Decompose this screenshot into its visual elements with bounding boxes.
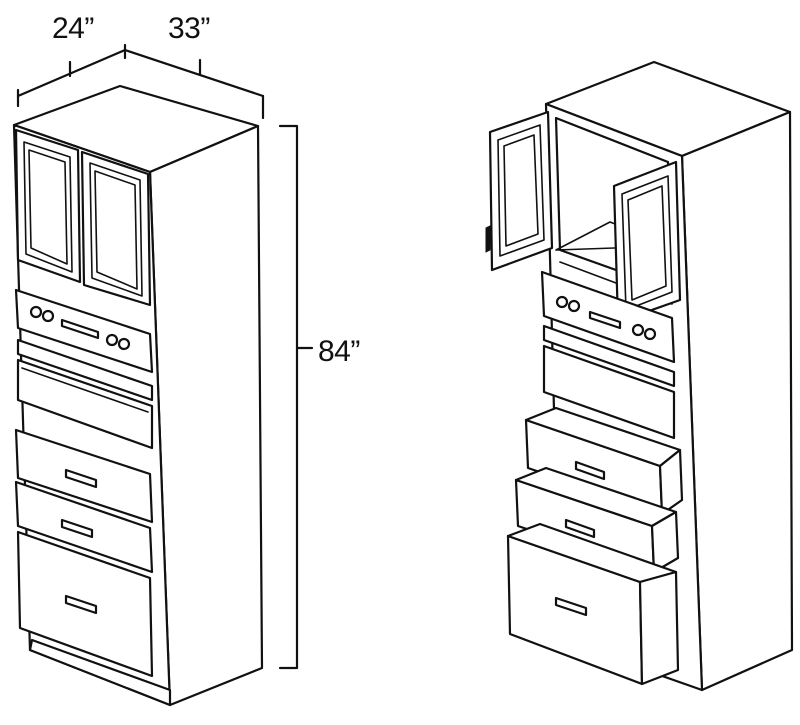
- open-doors: [485, 110, 682, 324]
- upper-doors: [14, 128, 152, 307]
- pulled-out-drawers: [506, 406, 684, 686]
- dimension-lines: [16, 43, 314, 670]
- oven-panel: [540, 270, 676, 440]
- depth-dimension-label: 24”: [52, 12, 94, 45]
- height-dimension-label: 84”: [318, 335, 360, 368]
- right-cabinet-open: [485, 60, 794, 692]
- oven-panel: [14, 288, 154, 450]
- width-dimension-label: 33”: [168, 12, 210, 45]
- left-cabinet-closed: [12, 43, 314, 707]
- lower-drawers: [14, 428, 154, 678]
